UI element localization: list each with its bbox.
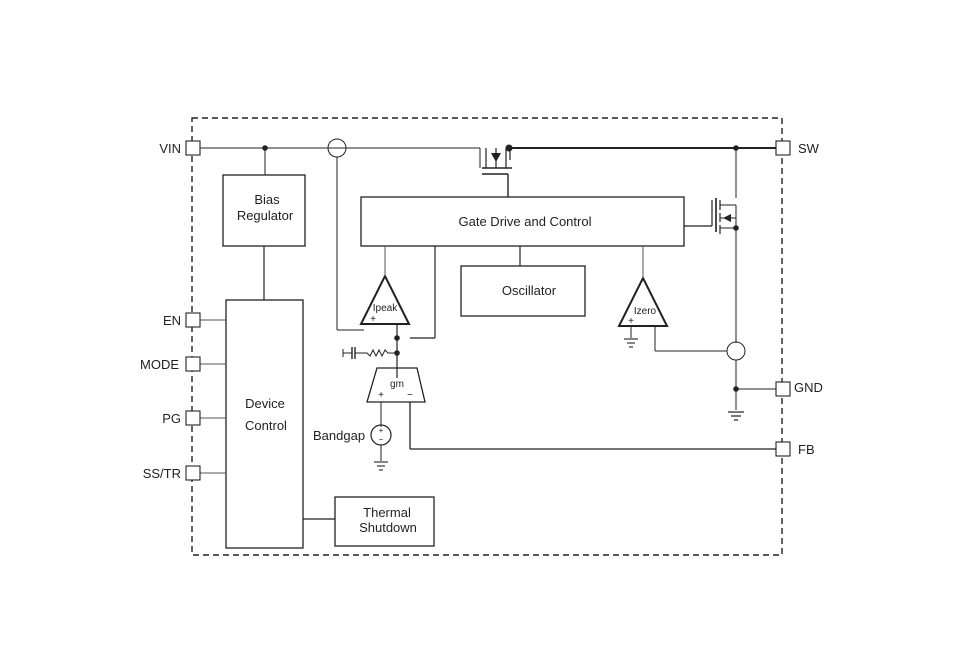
junction-dot <box>733 386 739 392</box>
pin-label-gnd: GND <box>794 380 823 395</box>
pin-ss-tr <box>185 465 201 481</box>
pin-label-mode: MODE <box>140 357 179 372</box>
compensation-network <box>342 347 397 359</box>
pin-label-ss-tr: SS/TR <box>143 466 181 481</box>
device-control-block <box>225 299 304 549</box>
junction-dot <box>733 225 739 231</box>
gm-amplifier <box>366 367 426 403</box>
bias-regulator-label-line1: Bias <box>254 192 280 207</box>
ground-symbol-bandgap <box>374 461 388 471</box>
ground-symbol-izero <box>624 338 638 348</box>
bandgap-label: Bandgap <box>313 428 365 443</box>
thermal-shutdown-label-line1: Thermal <box>363 505 411 520</box>
izero-comparator <box>617 275 669 327</box>
pin-label-en: EN <box>163 313 181 328</box>
high-side-mosfet <box>482 148 512 197</box>
pin-en <box>185 312 201 328</box>
thermal-shutdown-block <box>334 496 435 547</box>
junction-dot <box>262 145 268 151</box>
pin-vin <box>185 140 201 156</box>
device-control-label-line1: Device <box>245 396 285 411</box>
pin-label-fb: FB <box>798 442 815 457</box>
ipeak-comparator <box>359 273 411 325</box>
current-sense-zero <box>726 341 746 361</box>
pin-pg <box>185 410 201 426</box>
junction-dot <box>394 350 400 356</box>
bandgap-plus-sign: + <box>379 426 384 435</box>
gate-drive-label: Gate Drive and Control <box>459 214 592 229</box>
junction-dot <box>394 335 400 341</box>
pin-sw <box>775 140 791 156</box>
pin-fb <box>775 441 791 457</box>
gm-label: gm <box>390 379 404 390</box>
oscillator-block <box>460 265 586 317</box>
pin-label-sw: SW <box>798 141 820 156</box>
device-control-label-line2: Control <box>245 418 287 433</box>
pin-mode <box>185 356 201 372</box>
pin-label-pg: PG <box>162 411 181 426</box>
izero-label: Izero <box>634 306 657 317</box>
gate-drive-block <box>360 196 685 247</box>
gm-minus-sign: − <box>407 390 413 401</box>
ipeak-label: Ipeak <box>373 303 398 314</box>
oscillator-label: Oscillator <box>502 283 557 298</box>
ground-symbol-gnd <box>728 411 744 421</box>
junction-dot <box>505 144 513 152</box>
bandgap-minus-sign: − <box>379 435 384 444</box>
chip-boundary <box>191 117 783 556</box>
pin-gnd <box>775 381 791 397</box>
ipeak-plus-sign: + <box>370 314 376 325</box>
pin-label-vin: VIN <box>159 141 181 156</box>
thermal-shutdown-label-line2: Shutdown <box>359 520 417 535</box>
bias-regulator-label-line2: Regulator <box>237 208 294 223</box>
gm-plus-sign: + <box>378 390 384 401</box>
junction-dot <box>733 145 739 151</box>
izero-plus-sign: + <box>628 316 634 327</box>
low-side-mosfet <box>684 198 736 234</box>
